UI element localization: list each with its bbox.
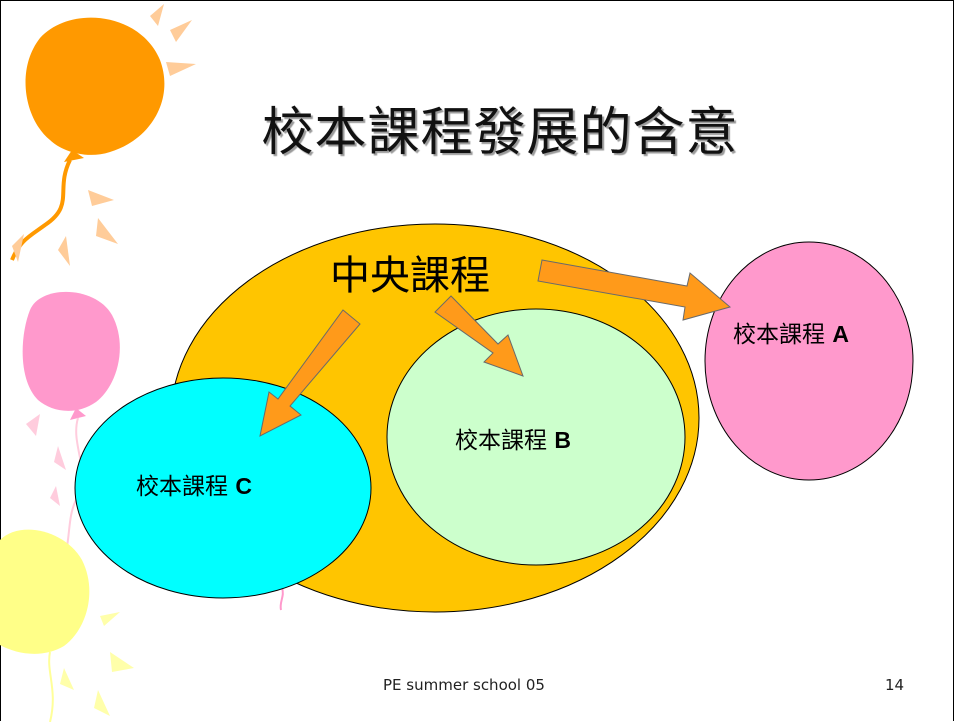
school-curriculum-a-label: 校本課程 A (733, 315, 849, 349)
balloon-orange-icon (10, 4, 196, 266)
footer-text: PE summer school 05 (383, 676, 545, 694)
balloon-pink-icon (22, 291, 120, 571)
school-curriculum-c-label: 校本課程 C (136, 467, 252, 501)
squiggle-icon (279, 587, 284, 611)
school-curriculum-b-letter: B (554, 427, 571, 453)
school-curriculum-c-ellipse (74, 377, 372, 599)
page-number: 14 (885, 676, 905, 694)
school-curriculum-b-ellipse (386, 308, 686, 566)
school-curriculum-a-ellipse (704, 241, 914, 481)
school-curriculum-a-letter: A (832, 321, 849, 347)
central-curriculum-label: 中央課程 (330, 253, 490, 299)
arrow-to-c (259, 309, 361, 437)
school-curriculum-c-prefix: 校本課程 (136, 474, 228, 500)
school-curriculum-b-label: 校本課程 B (455, 421, 571, 455)
school-curriculum-b-prefix: 校本課程 (455, 428, 547, 454)
arrow-to-b (434, 295, 524, 377)
school-curriculum-c-letter: C (235, 473, 252, 499)
slide-title: 校本課程發展的含意 (261, 103, 739, 163)
balloon-yellow-icon (0, 529, 134, 722)
arrow-to-a (537, 259, 732, 321)
school-curriculum-a-prefix: 校本課程 (733, 322, 825, 348)
